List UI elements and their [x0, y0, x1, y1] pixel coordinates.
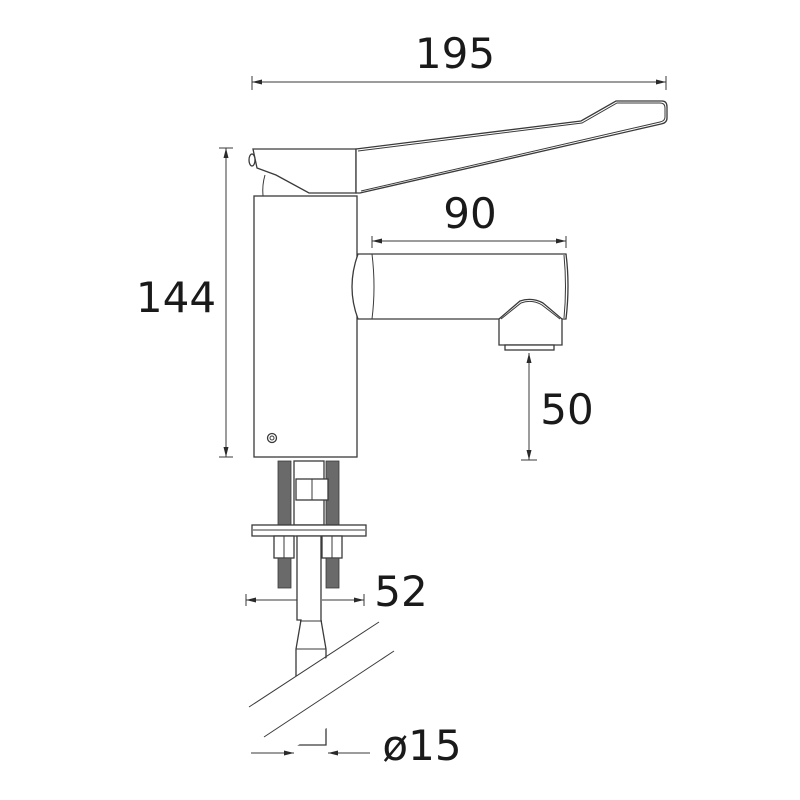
dimension-90: 90 [371, 189, 567, 248]
spout [351, 253, 569, 351]
dimension-label-50: 50 [540, 385, 593, 434]
dimension-label-diameter-15: ø15 [382, 721, 461, 770]
dimension-52: 52 [245, 567, 428, 616]
dimension-50: 50 [521, 353, 594, 461]
dimension-195: 195 [251, 29, 667, 90]
lever-handle [248, 100, 668, 197]
tap-body [253, 195, 358, 458]
dimension-144: 144 [136, 147, 233, 458]
dimension-label-195: 195 [415, 29, 495, 78]
dimension-label-52: 52 [374, 567, 427, 616]
fixing-kit [251, 460, 367, 589]
dimension-diameter-15: ø15 [251, 721, 462, 770]
dimension-label-90: 90 [443, 189, 496, 238]
break-lines [243, 621, 395, 760]
dimension-label-144: 144 [136, 273, 216, 322]
